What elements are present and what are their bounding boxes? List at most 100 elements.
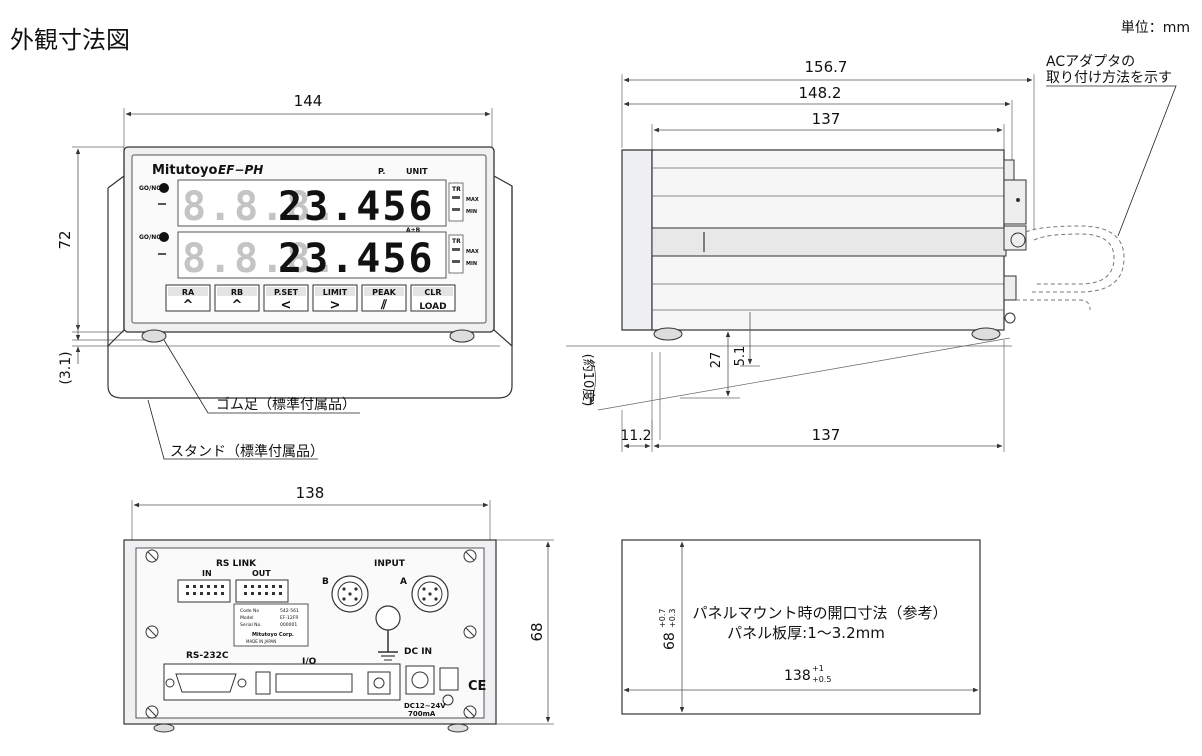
ce-mark: CE [468,679,486,694]
key-label-band [217,287,257,296]
rs-link-label: RS LINK [216,559,257,569]
stand-label: スタンド（標準付属品） [170,444,324,460]
connector-pin [279,592,282,595]
side-dim-27: 27 [709,352,724,369]
key-label-band [266,287,306,296]
rubber-foot-label: ゴム足（標準付属品） [216,396,356,413]
cutout-height-main: 68 [662,632,678,650]
side-dim-51: 5.1 [733,346,748,367]
model-label: EF−PH [218,163,263,177]
connector-pin [244,585,247,588]
display-a-dim-digits: 8.8.8. [182,184,339,230]
connector-pin [244,592,247,595]
display-b-digits: 23.456 [278,236,435,282]
io-label: I/O [302,657,317,667]
connector-pin [193,592,196,595]
display-row-b: GO/NG 8.8.8. 23.456 TR MAX MIN [139,231,479,282]
current-spec-label: 700mA [408,710,436,718]
power-spec-label: DC12~24V [404,702,446,710]
side-view: 156.7 148.2 137 [566,54,1177,452]
ac-note-leader [1046,85,1177,237]
side-dim-overhang: 11.2 [620,428,651,444]
unit-label: 単位：mm [1121,20,1190,36]
gong-label-b: GO/NG [139,234,161,241]
front-offset-dim: (3.1) [58,351,74,384]
key-label-band [364,287,404,296]
unit-indicator-label: UNIT [406,167,428,176]
connector-pin [186,592,189,595]
plate-value: 542-561 [280,608,299,614]
front-view: 144 72 (3.1) Mitutoyo EF−PH P. UNIT GO/N… [56,92,513,460]
rs-link-in-port [177,579,231,603]
input-label: INPUT [374,559,406,569]
key-top-label: CLR [424,288,441,297]
side-bezel [621,149,653,331]
plate-origin: MADE IN JAPAN [246,639,276,644]
rear-width-dim: 138 [296,484,325,502]
rs232c-connector [175,673,237,693]
power-switch [439,667,459,691]
plate-key: Model [240,615,254,621]
connector-pin [272,592,275,595]
input-b-label: B [322,577,329,587]
tr-label-a: TR [452,186,461,193]
key-label-band [315,287,355,296]
key-bottom-label: < [281,298,292,313]
plate-value: EF-12FR [280,615,299,621]
connector-pin [193,585,196,588]
plate-key: Code No [240,608,259,614]
key-label-band [413,287,453,296]
cutout-width-main: 138 [784,668,811,684]
connector-pin [207,585,210,588]
connector-pin [200,592,203,595]
rubber-foot-leader [163,339,360,414]
connector-pin [258,592,261,595]
key-bottom-label: ^ [232,298,243,313]
brand-logo-text: Mitutoyo [152,163,217,178]
display-row-a: GO/NG 8.8.8. 23.456 TR MAX MIN [139,179,479,230]
rear-height-dim: 68 [528,622,546,641]
io-connector [275,673,353,693]
dcin-jack [405,665,435,695]
ac-adapter-outline [1025,225,1125,293]
key-top-label: P.SET [274,288,299,297]
connector-pin [265,585,268,588]
side-dim-body: 137 [812,110,841,128]
side-foot-rear [971,327,1001,341]
dcin-label: DC IN [404,647,432,657]
rubber-foot-right [449,329,475,343]
nameplate [233,603,309,647]
key-bottom-label: ^ [183,298,194,313]
front-height-dim: 72 [56,230,74,249]
connector-pin [214,592,217,595]
rs-link-out-port [235,579,289,603]
key-bottom-label: LOAD [419,302,446,312]
connector-pin [200,585,203,588]
key-bottom-label: > [330,298,341,313]
connector-pin [221,592,224,595]
cutout-height-tol-up: +0.7 [658,609,667,628]
rubber-foot-left [141,329,167,343]
tr-label-b: TR [452,238,461,245]
max-label-a: MAX [466,197,479,203]
display-a-digits: 23.456 [278,184,435,230]
gong-label-a: GO/NG [139,185,161,192]
connector-pin [251,585,254,588]
ground-terminal [375,605,401,631]
cutout-width-tol-low: +0.5 [812,675,831,684]
gong-lamp-b [159,232,169,242]
side-dim-total: 156.7 [805,58,848,76]
plate-key: Serial No. [240,622,262,628]
rear-view: 138 68 RS LINK IN OUT INPUT B A [123,484,554,733]
connector-pin [279,585,282,588]
max-label-b: MAX [466,249,479,255]
key-top-label: LIMIT [323,288,348,297]
input-a-label: A [400,577,407,587]
connector-pin [207,592,210,595]
connector-pin [265,592,268,595]
panel-cutout: パネルマウント時の開口寸法（参考） パネル板厚:1～3.2mm 138 +1 +… [621,539,981,715]
key-label-band [168,287,208,296]
